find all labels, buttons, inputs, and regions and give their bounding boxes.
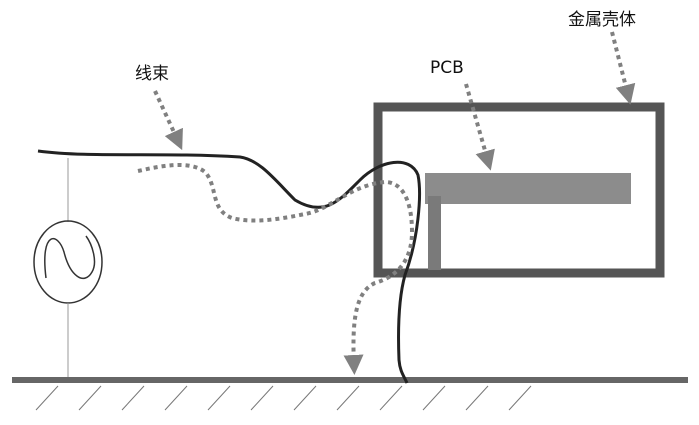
metal-enclosure-label: 金属壳体 [568, 10, 636, 30]
coupling-current-path [137, 163, 415, 375]
pcb-label: PCB [430, 58, 464, 78]
ground-hatch-icon [35, 385, 532, 411]
ground-bar [12, 377, 688, 383]
ground-plane [12, 377, 688, 411]
pcb-board [425, 173, 631, 204]
metal-enclosure [373, 102, 665, 278]
metal-enclosure-arrow [610, 31, 636, 105]
ac-voltage-source-icon [33, 158, 103, 377]
wire-harness-label: 线束 [135, 64, 169, 84]
source-waveform [44, 235, 96, 279]
pcb-arrow [464, 83, 495, 171]
connector-block [428, 196, 441, 270]
wire-harness [37, 149, 421, 384]
wire-harness-arrow [153, 90, 183, 151]
